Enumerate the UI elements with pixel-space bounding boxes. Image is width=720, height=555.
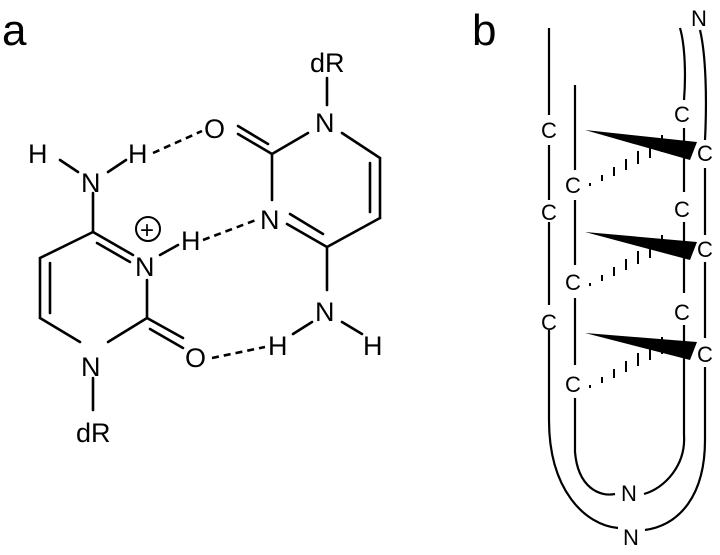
hashed-wedge-top — [589, 135, 663, 186]
hbond-bottom — [211, 345, 266, 360]
left-o2: O — [185, 343, 206, 373]
right-h-amino-right: H — [363, 331, 383, 361]
charge-circle — [135, 216, 161, 242]
hashed-wedge-bottom — [589, 337, 663, 388]
loop-n-outer: N — [623, 525, 639, 550]
hashed-wedge-middle — [589, 235, 663, 286]
right-h-amino-left: H — [268, 331, 288, 361]
right-n3: N — [260, 205, 280, 235]
right-chain-c1: C — [674, 102, 690, 127]
right-sugar: dR — [310, 48, 345, 78]
inner-right-strand — [643, 27, 687, 496]
bond-c4-n3 — [91, 230, 135, 257]
top-n-atom: N — [691, 6, 707, 31]
backbone-strands — [547, 27, 708, 532]
outer-right-strand — [644, 29, 708, 532]
left-n1: N — [81, 352, 101, 382]
outer-left-strand — [547, 28, 619, 530]
inner-left-strand — [573, 85, 616, 496]
panel-label-b: b — [472, 6, 496, 55]
left-chain-c2: C — [565, 173, 581, 198]
left-plus-charge: + — [140, 217, 154, 244]
left-chain-c5: C — [541, 310, 557, 335]
right-chain-c4: C — [697, 237, 713, 262]
wedge-bottom — [585, 333, 697, 360]
left-cytosine-bonds — [38, 158, 185, 412]
left-h-amino-left: H — [28, 139, 48, 169]
right-chain-c5: C — [674, 300, 690, 325]
hbond-middle — [202, 218, 257, 242]
right-chain-c2: C — [697, 141, 713, 166]
bond-c2-o-double — [236, 124, 270, 146]
hbond-top — [152, 129, 203, 155]
wedge-top — [585, 130, 697, 160]
right-cytosine-bonds — [236, 76, 382, 336]
bond-c2-n1 — [106, 316, 149, 344]
bond-amino-h-right — [340, 320, 364, 336]
bond-n3-h — [158, 243, 180, 257]
right-chain-c3: C — [674, 197, 690, 222]
right-n1: N — [315, 108, 335, 138]
bond-h-amino-top — [106, 158, 128, 174]
bond-n3-c4 — [285, 222, 329, 249]
right-o2: O — [204, 114, 225, 144]
bond-c6-n1 — [340, 131, 382, 160]
wedge-middle — [585, 232, 697, 260]
bond-h-amino-left — [58, 158, 80, 174]
bond-c5-c4 — [38, 230, 95, 260]
left-chain-c1: C — [541, 118, 557, 143]
right-n-amino: N — [315, 297, 335, 327]
bond-c2-o-double — [148, 327, 185, 350]
bond-c4-n3-double — [95, 241, 132, 264]
left-h-n3: H — [181, 226, 201, 256]
bond-c2-o — [236, 132, 274, 156]
left-n-amino: N — [81, 168, 101, 198]
bond-n1-c2 — [270, 131, 310, 156]
bond-n3-c4-double — [288, 212, 325, 236]
loop-n-inner: N — [621, 481, 637, 506]
left-chain-c3: C — [541, 200, 557, 225]
bond-n1-c6 — [38, 316, 82, 344]
right-chain-c6: C — [697, 342, 713, 367]
left-sugar: dR — [76, 418, 111, 448]
bond-c2-o — [145, 316, 185, 340]
panel-label-a: a — [2, 6, 27, 55]
bond-amino-h-left — [291, 320, 314, 336]
left-h-amino-top: H — [128, 139, 148, 169]
left-chain-c4: C — [565, 270, 581, 295]
left-chain-c6: C — [565, 372, 581, 397]
bond-c4-c5 — [325, 216, 382, 249]
left-n3: N — [135, 252, 155, 282]
